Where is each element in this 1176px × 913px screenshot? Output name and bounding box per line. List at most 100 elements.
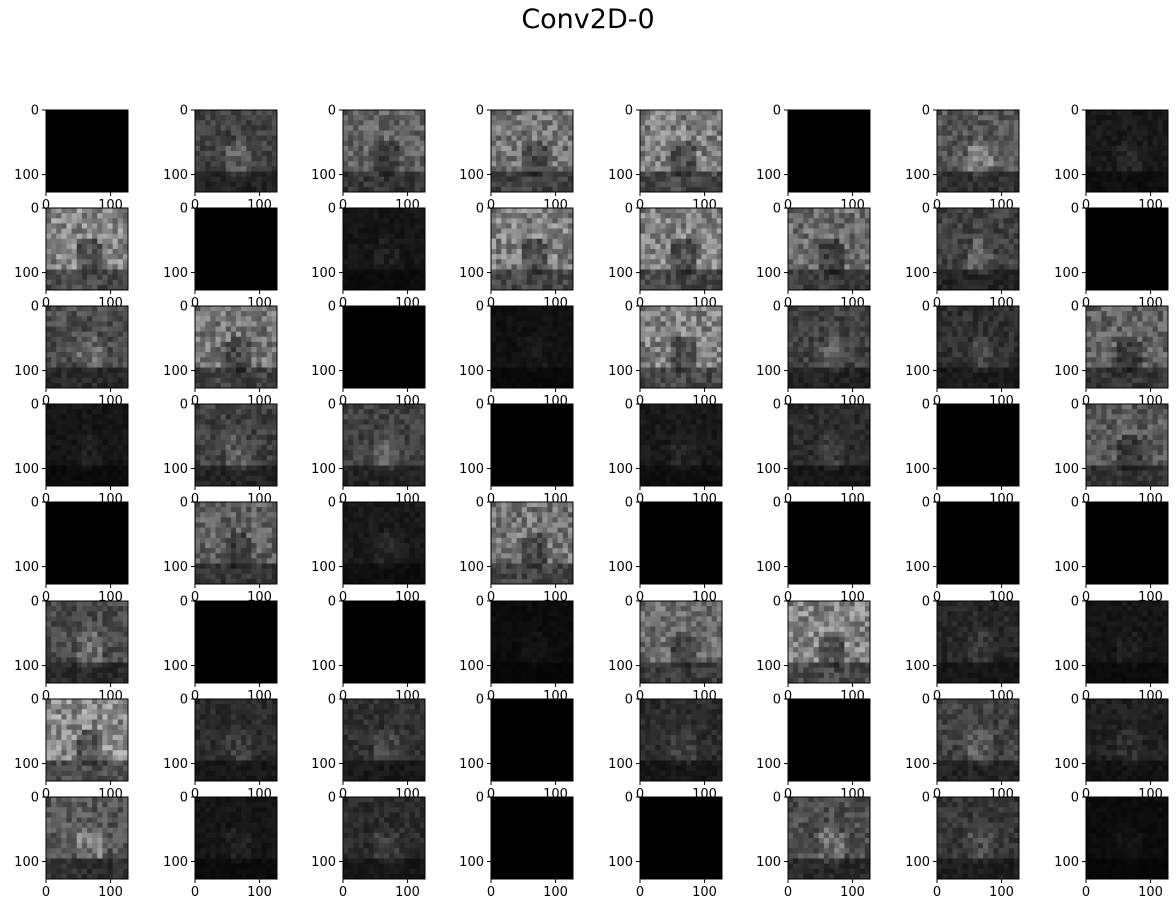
activation-cell bbox=[567, 145, 574, 152]
panel-frame bbox=[639, 207, 723, 291]
activation-cell bbox=[808, 208, 814, 214]
activation-cell bbox=[363, 259, 369, 265]
activation-cell bbox=[271, 145, 278, 152]
activation-cell bbox=[793, 382, 799, 389]
activation-cell bbox=[547, 326, 553, 332]
activation-cell bbox=[1157, 125, 1164, 131]
activation-cell bbox=[343, 171, 349, 177]
activation-cell bbox=[271, 336, 278, 343]
activation-cell bbox=[220, 181, 227, 188]
activation-cell bbox=[788, 254, 794, 260]
activation-cell bbox=[236, 357, 242, 363]
activation-cell bbox=[506, 279, 512, 286]
activation-cell bbox=[112, 213, 119, 219]
activation-cell bbox=[526, 279, 533, 286]
activation-cell bbox=[348, 186, 354, 193]
activation-cell bbox=[829, 326, 835, 332]
activation-cell bbox=[567, 382, 574, 389]
activation-cell bbox=[511, 357, 517, 363]
activation-cell bbox=[650, 243, 656, 250]
activation-cell bbox=[1013, 233, 1020, 240]
activation-cell bbox=[972, 341, 979, 348]
activation-cell bbox=[993, 228, 999, 234]
activation-cell bbox=[947, 326, 953, 332]
activation-cell bbox=[675, 269, 682, 275]
activation-cell bbox=[1147, 125, 1153, 131]
activation-cell bbox=[978, 238, 984, 245]
activation-cell bbox=[404, 176, 410, 183]
activation-cell bbox=[864, 316, 871, 322]
activation-cell bbox=[61, 357, 67, 363]
activation-cell bbox=[496, 228, 502, 234]
activation-cell bbox=[1003, 166, 1010, 172]
activation-cell bbox=[1106, 321, 1112, 327]
activation-cell bbox=[947, 279, 953, 286]
activation-cell bbox=[691, 110, 697, 116]
activation-cell bbox=[76, 243, 83, 250]
activation-cell bbox=[241, 171, 247, 177]
activation-cell bbox=[404, 243, 410, 250]
activation-cell bbox=[205, 347, 211, 353]
activation-cell bbox=[1013, 243, 1020, 250]
activation-cell bbox=[511, 120, 517, 126]
activation-cell bbox=[353, 186, 359, 193]
activation-cell bbox=[1008, 161, 1015, 167]
activation-cell bbox=[271, 347, 278, 353]
activation-cell bbox=[491, 110, 497, 116]
activation-cell bbox=[76, 228, 83, 234]
activation-cell bbox=[1101, 176, 1107, 183]
activation-cell bbox=[716, 171, 723, 177]
activation-cell bbox=[521, 311, 528, 317]
activation-cell bbox=[516, 362, 523, 368]
activation-cell bbox=[691, 279, 697, 286]
activation-cell bbox=[1096, 171, 1102, 177]
activation-cell bbox=[51, 233, 57, 240]
activation-cell bbox=[496, 377, 502, 384]
activation-cell bbox=[937, 382, 943, 389]
activation-cell bbox=[1106, 145, 1112, 152]
activation-cell bbox=[1013, 352, 1020, 358]
activation-cell bbox=[983, 156, 989, 162]
activation-cell bbox=[962, 110, 969, 116]
activation-cell bbox=[378, 284, 385, 291]
activation-cell bbox=[645, 336, 651, 343]
activation-cell bbox=[66, 306, 72, 312]
activation-cell bbox=[506, 372, 512, 379]
activation-cell bbox=[195, 140, 201, 147]
activation-cell bbox=[271, 140, 278, 147]
activation-cell bbox=[562, 176, 569, 183]
activation-cell bbox=[557, 145, 564, 152]
activation-cell bbox=[71, 311, 78, 317]
activation-cell bbox=[808, 362, 814, 368]
activation-cell bbox=[978, 352, 984, 358]
activation-cell bbox=[1086, 336, 1092, 343]
activation-cell bbox=[122, 316, 129, 322]
activation-cell bbox=[813, 347, 820, 353]
activation-cell bbox=[1152, 186, 1159, 193]
activation-cell bbox=[92, 208, 98, 214]
activation-cell bbox=[844, 259, 850, 265]
activation-cell bbox=[937, 347, 943, 353]
activation-cell bbox=[972, 120, 979, 126]
activation-cell bbox=[849, 269, 855, 275]
activation-cell bbox=[665, 228, 672, 234]
activation-cell bbox=[691, 269, 697, 275]
activation-cell bbox=[516, 233, 523, 240]
activation-cell bbox=[962, 352, 969, 358]
activation-cell bbox=[562, 336, 569, 343]
activation-cell bbox=[1121, 321, 1128, 327]
activation-cell bbox=[87, 228, 93, 234]
activation-cell bbox=[117, 382, 124, 389]
y-tick-label: 100 bbox=[163, 168, 188, 183]
activation-cell bbox=[61, 223, 67, 229]
activation-cell bbox=[844, 362, 850, 368]
activation-cell bbox=[567, 135, 574, 142]
activation-cell bbox=[511, 218, 517, 224]
activation-cell bbox=[947, 254, 953, 260]
activation-cell bbox=[1142, 316, 1148, 322]
activation-cell bbox=[348, 120, 354, 126]
activation-cell bbox=[823, 311, 830, 317]
activation-cell bbox=[1086, 316, 1092, 322]
activation-cell bbox=[839, 274, 845, 281]
activation-cell bbox=[71, 316, 78, 322]
